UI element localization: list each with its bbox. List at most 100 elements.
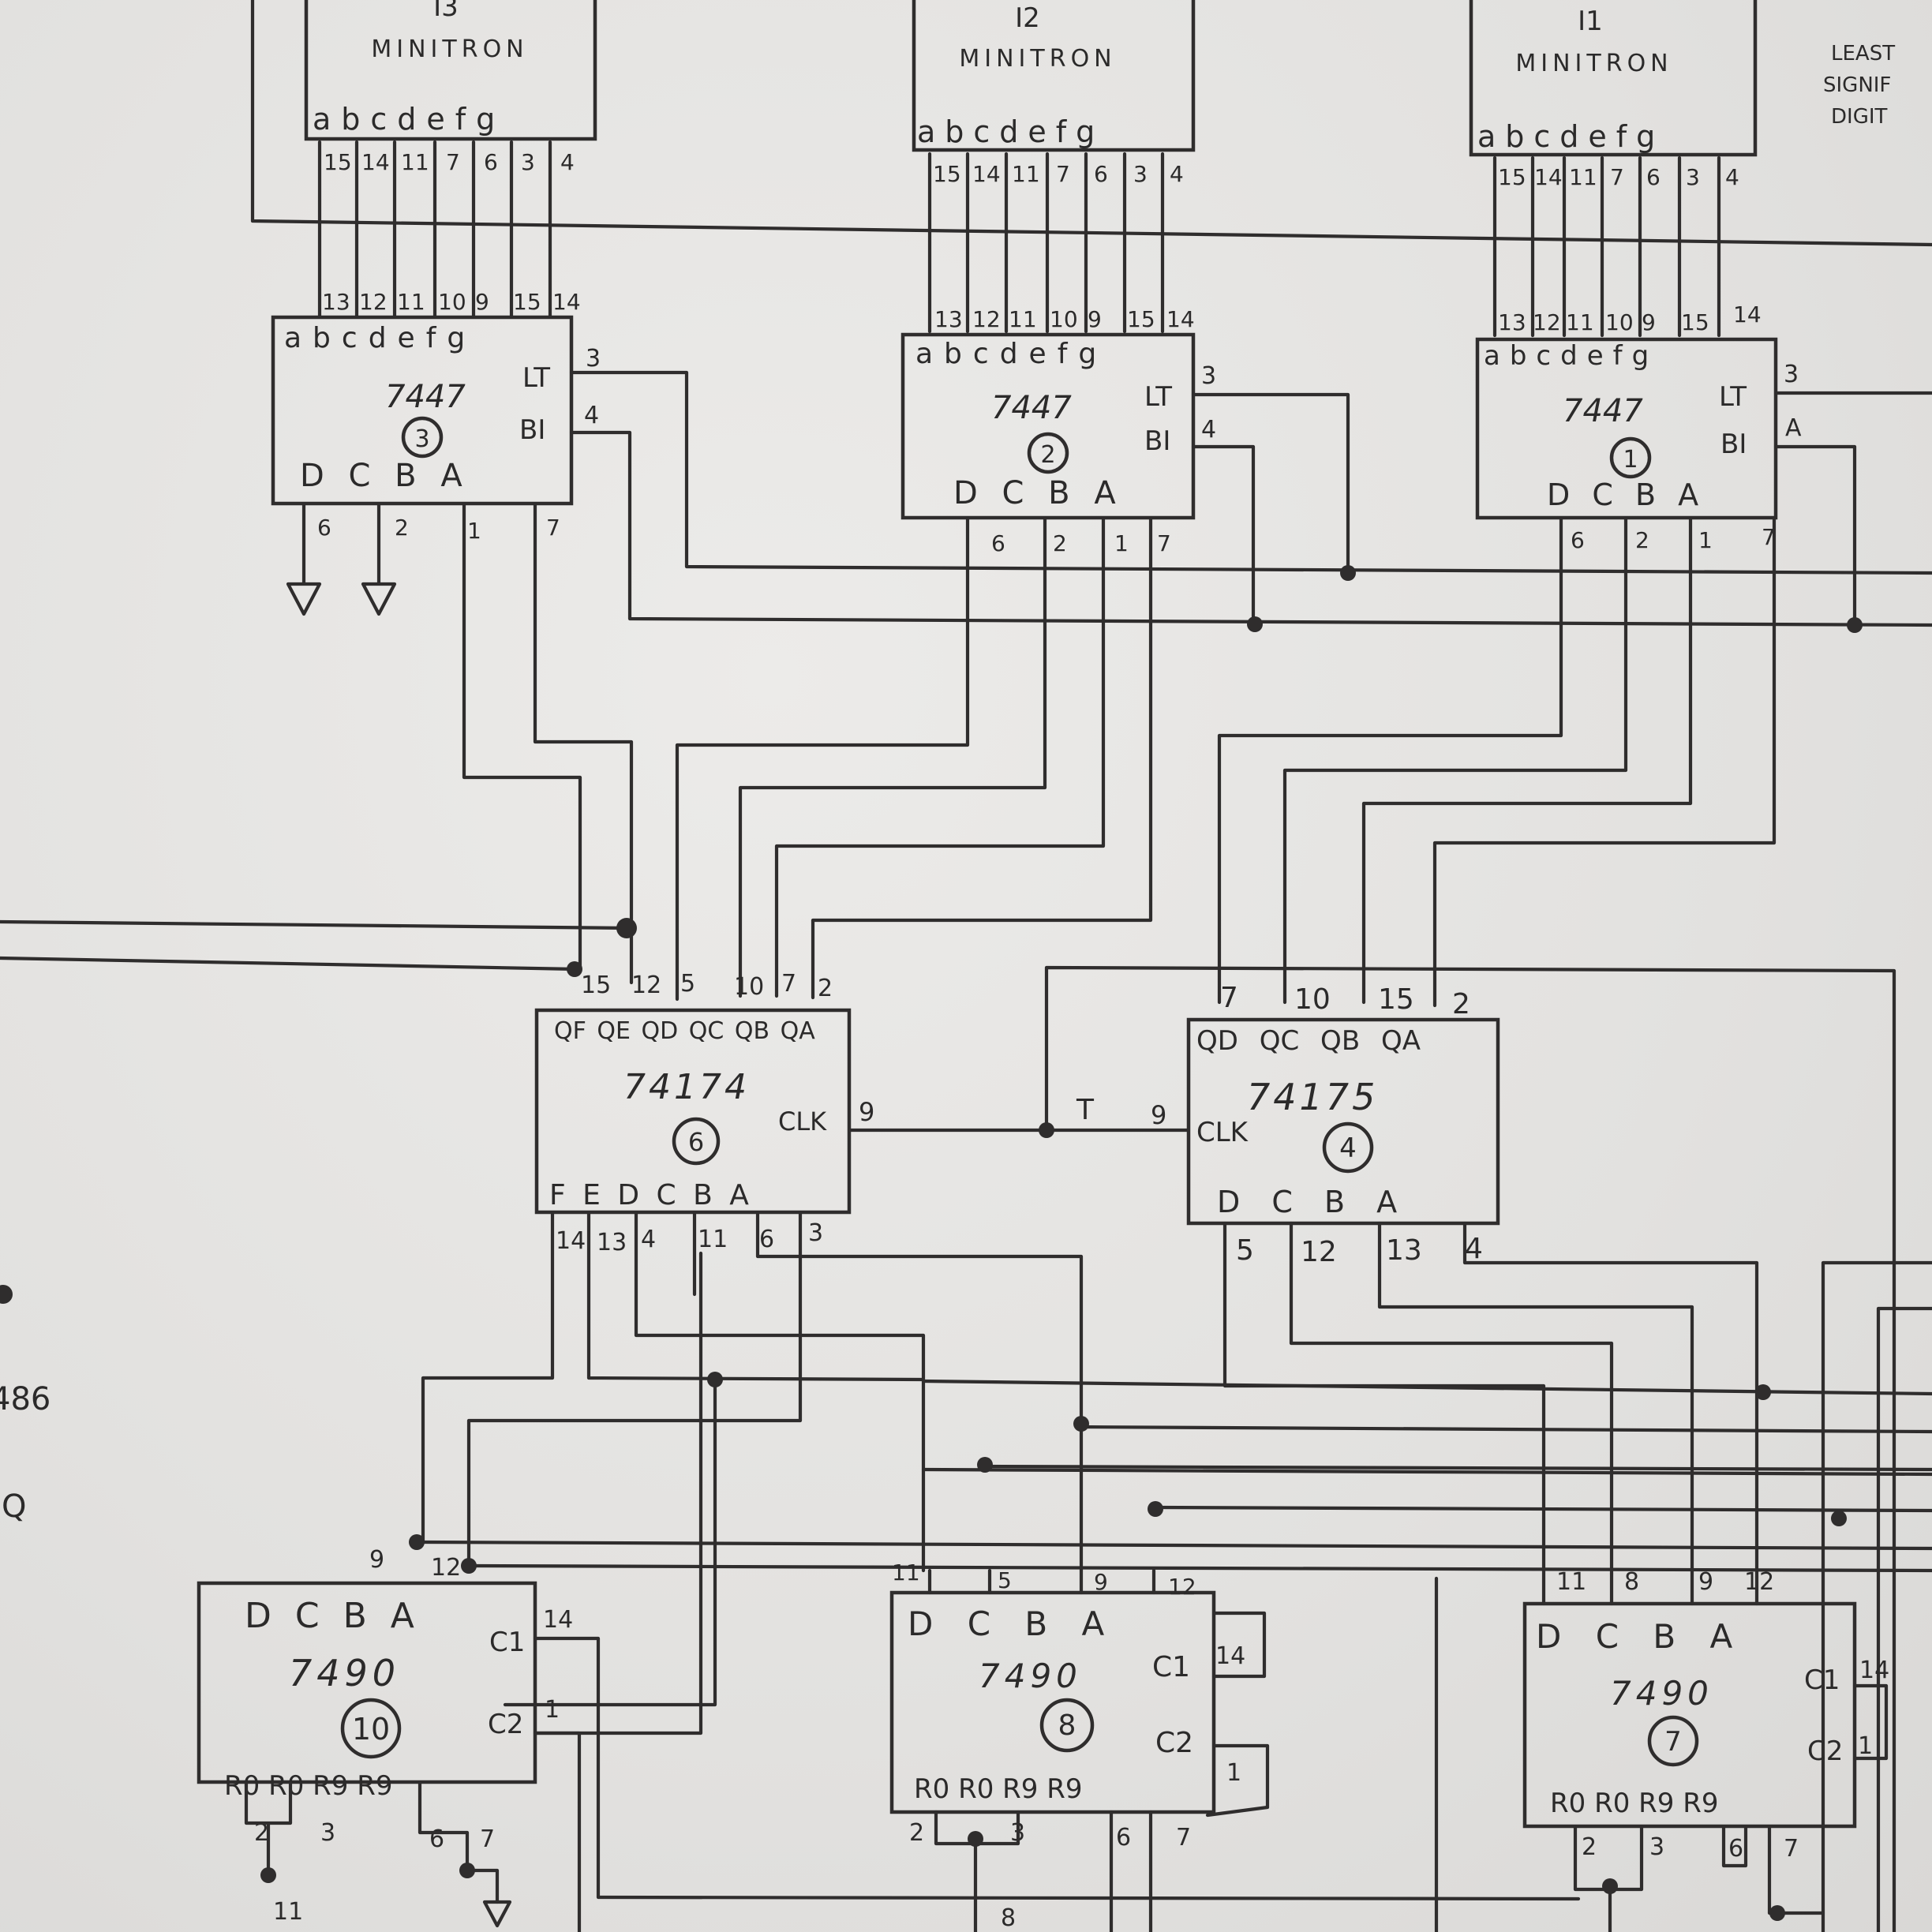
counter-10-c2: C2 (488, 1709, 523, 1740)
counter-8-resets: R0 R0 R9 R9 (914, 1773, 1082, 1805)
counter-10-resets: R0 R0 R9 R9 (224, 1770, 392, 1802)
decoder-1-lt: LT (1719, 381, 1747, 413)
top-pin: 13 (934, 306, 963, 332)
decoder-3-segs: abcdefg (284, 322, 476, 354)
top-pin: 10 (1050, 306, 1078, 332)
latch-74174-clk: CLK (778, 1106, 827, 1136)
display-I2-id: I2 (1015, 2, 1040, 34)
bottom-pin: 13 (597, 1229, 627, 1256)
decoder-3-lt: LT (522, 362, 550, 394)
bottom-pin: 2 (909, 1819, 924, 1847)
top-pin: 2 (1452, 988, 1470, 1020)
display-I1-body (1469, 0, 1758, 157)
segment-wires (250, 0, 1932, 338)
latch-74174-num: 6 (688, 1127, 704, 1157)
decoder-1-bi: BI (1720, 429, 1747, 460)
display-I3-id: I3 (433, 0, 459, 23)
counter-7-num: 7 (1664, 1726, 1682, 1758)
top-pin: 12 (1533, 309, 1561, 335)
decoder-1-num-circle (1609, 436, 1652, 479)
decoder-1-part: 7447 (1563, 393, 1643, 429)
ground-symbol (286, 503, 397, 616)
bottom-pin: 14 (556, 1227, 586, 1255)
bottom-pin: 1 (467, 518, 481, 544)
top-pin: 12 (431, 1554, 461, 1582)
top-pin: 9 (1698, 1568, 1713, 1596)
decoder-1-lt-pin: 3 (1784, 361, 1799, 388)
bottom-pin: 6 (1728, 1835, 1743, 1863)
bottom-pin: 6 (1571, 527, 1585, 553)
pin-label: 6 (484, 149, 498, 175)
top-pin: 14 (1166, 306, 1195, 332)
top-pin: 10 (1294, 983, 1331, 1016)
counter-10-num: 10 (352, 1712, 390, 1747)
pin-label: 3 (1686, 164, 1700, 190)
bottom-pin: 2 (254, 1819, 269, 1847)
top-pin: 13 (1498, 309, 1526, 335)
note-line-1: LEAST (1831, 42, 1895, 66)
bottom-pin: 4 (641, 1226, 656, 1253)
pin-label: 6 (1094, 161, 1108, 187)
latch-74175-inputs: D C B A (1217, 1185, 1397, 1219)
bottom-pin: 6 (1116, 1824, 1131, 1852)
display-I3-body (304, 0, 597, 141)
bottom-pin: 2 (395, 515, 409, 541)
bottom-pin: 3 (808, 1219, 823, 1247)
counter-10-part: 7490 (289, 1652, 400, 1694)
top-pin: 15 (1127, 306, 1155, 332)
latch-74174-part: 74174 (623, 1067, 750, 1107)
counter-8-c2-pin: 1 (1226, 1759, 1241, 1787)
note-line-2: SIGNIF (1823, 73, 1891, 97)
counter-7: 11 8 9 12 D C B A 7490 7 C1 C2 14 1 R0 R… (1434, 1568, 1889, 1932)
counter-7-c2: C2 (1807, 1735, 1843, 1767)
latch-74175: 7 10 15 2 QD QC QB QA 74175 4 CLK 9 D C … (1151, 982, 1500, 1268)
counter-10-c1-pin: 14 (543, 1606, 573, 1634)
decoder-2-num-circle (1027, 432, 1069, 474)
bottom-pin: 7 (1157, 530, 1171, 556)
display-I3-pins: 15 14 11 7 6 3 4 (324, 149, 575, 175)
latch-74175-outputs: QD QC QB QA (1196, 1025, 1421, 1057)
decoder-3-num-circle (401, 416, 444, 459)
latch-74174-outputs: QF QE QD QC QB QA (554, 1017, 815, 1045)
counter-10-body (197, 1581, 537, 1784)
pin-label: 7 (1056, 161, 1070, 187)
latch-74174-clk-pin: 9 (859, 1097, 874, 1127)
display-pin-numbers: 15 14 11 7 6 3 4 15 14 11 7 6 3 4 15 14 … (324, 149, 1739, 190)
pin-label: 6 (1646, 164, 1661, 190)
bottom-pin: 2 (1053, 530, 1067, 556)
pin-label: 15 (324, 149, 352, 175)
top-pin: 11 (1556, 1568, 1586, 1596)
pin-label: 3 (1133, 161, 1148, 187)
top-pin: 12 (1744, 1568, 1774, 1596)
bottom-pin: 12 (1301, 1236, 1337, 1268)
pin-label: 11 (401, 149, 429, 175)
top-pin: 5 (998, 1567, 1012, 1593)
bottom-pin: 5 (1236, 1234, 1254, 1267)
decoder-1-num: 1 (1623, 446, 1638, 474)
top-pin: 14 (552, 289, 581, 315)
bottom-pin: 6 (429, 1825, 444, 1853)
latch-74174-num-circle (672, 1117, 721, 1166)
display-I3-name: MINITRON (371, 36, 528, 63)
pin-label: 14 (972, 161, 1001, 187)
counter-8-inputs: D C B A (908, 1604, 1105, 1643)
counter-7-c2-pin: 1 (1858, 1732, 1873, 1760)
pin-label: 7 (1610, 164, 1624, 190)
lt-bi-buses (569, 370, 1932, 633)
counter-8-c2: C2 (1155, 1727, 1193, 1759)
top-pin: 10 (1605, 309, 1634, 335)
display-I2-segments: abcdefg (917, 114, 1104, 149)
bottom-pin: 1 (1114, 530, 1129, 556)
counter-8: 11 5 9 12 D C B A 7490 8 C1 C2 14 1 R0 R… (889, 1559, 1270, 1932)
pin-label: 4 (1170, 161, 1184, 187)
decoder-2-segs: abcdefg (915, 338, 1107, 370)
decoder-1-body (1475, 337, 1778, 520)
counter-10-extra-pin: 11 (273, 1898, 303, 1926)
counter-8-num-circle (1039, 1698, 1095, 1753)
latch-74175-part: 74175 (1247, 1076, 1378, 1118)
bottom-pin: 6 (759, 1226, 774, 1253)
decoder-2-part: 7447 (991, 390, 1072, 426)
top-pin: 9 (369, 1546, 384, 1574)
latch-input-wires (409, 1211, 1932, 1932)
